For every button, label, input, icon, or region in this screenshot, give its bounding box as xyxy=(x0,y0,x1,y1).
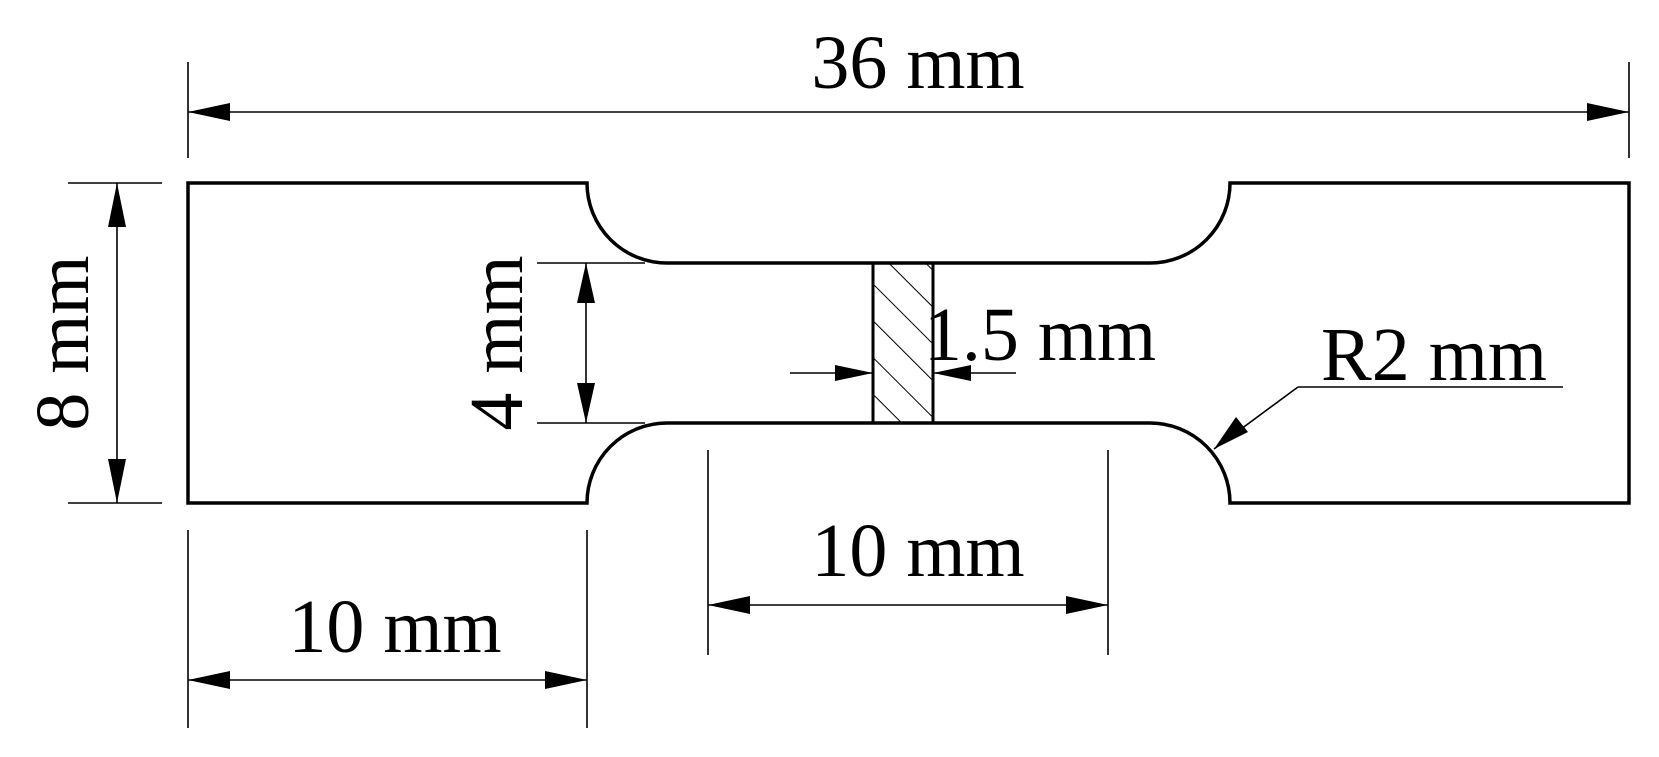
overall-length-dimension xyxy=(187,62,1630,158)
fillet-radius-label: R2 mm xyxy=(1321,313,1547,397)
specimen-outline xyxy=(186,181,1631,505)
thickness-dimension xyxy=(790,365,1016,381)
gauge-width-label: 4 mm xyxy=(455,255,539,430)
grip-width-dimension xyxy=(68,182,162,504)
thickness-label: 1.5 mm xyxy=(924,293,1156,377)
grip-length-dimension xyxy=(187,530,588,728)
overall-length-label: 36 mm xyxy=(811,21,1024,105)
grip-length-label: 10 mm xyxy=(288,585,501,669)
gauge-length-label: 10 mm xyxy=(811,509,1024,593)
cross-section-hatch xyxy=(871,261,935,425)
fillet-radius-leader xyxy=(1213,386,1563,450)
gauge-length-dimension xyxy=(707,450,1109,655)
grip-width-label: 8 mm xyxy=(21,255,105,430)
gauge-width-dimension xyxy=(537,262,645,424)
